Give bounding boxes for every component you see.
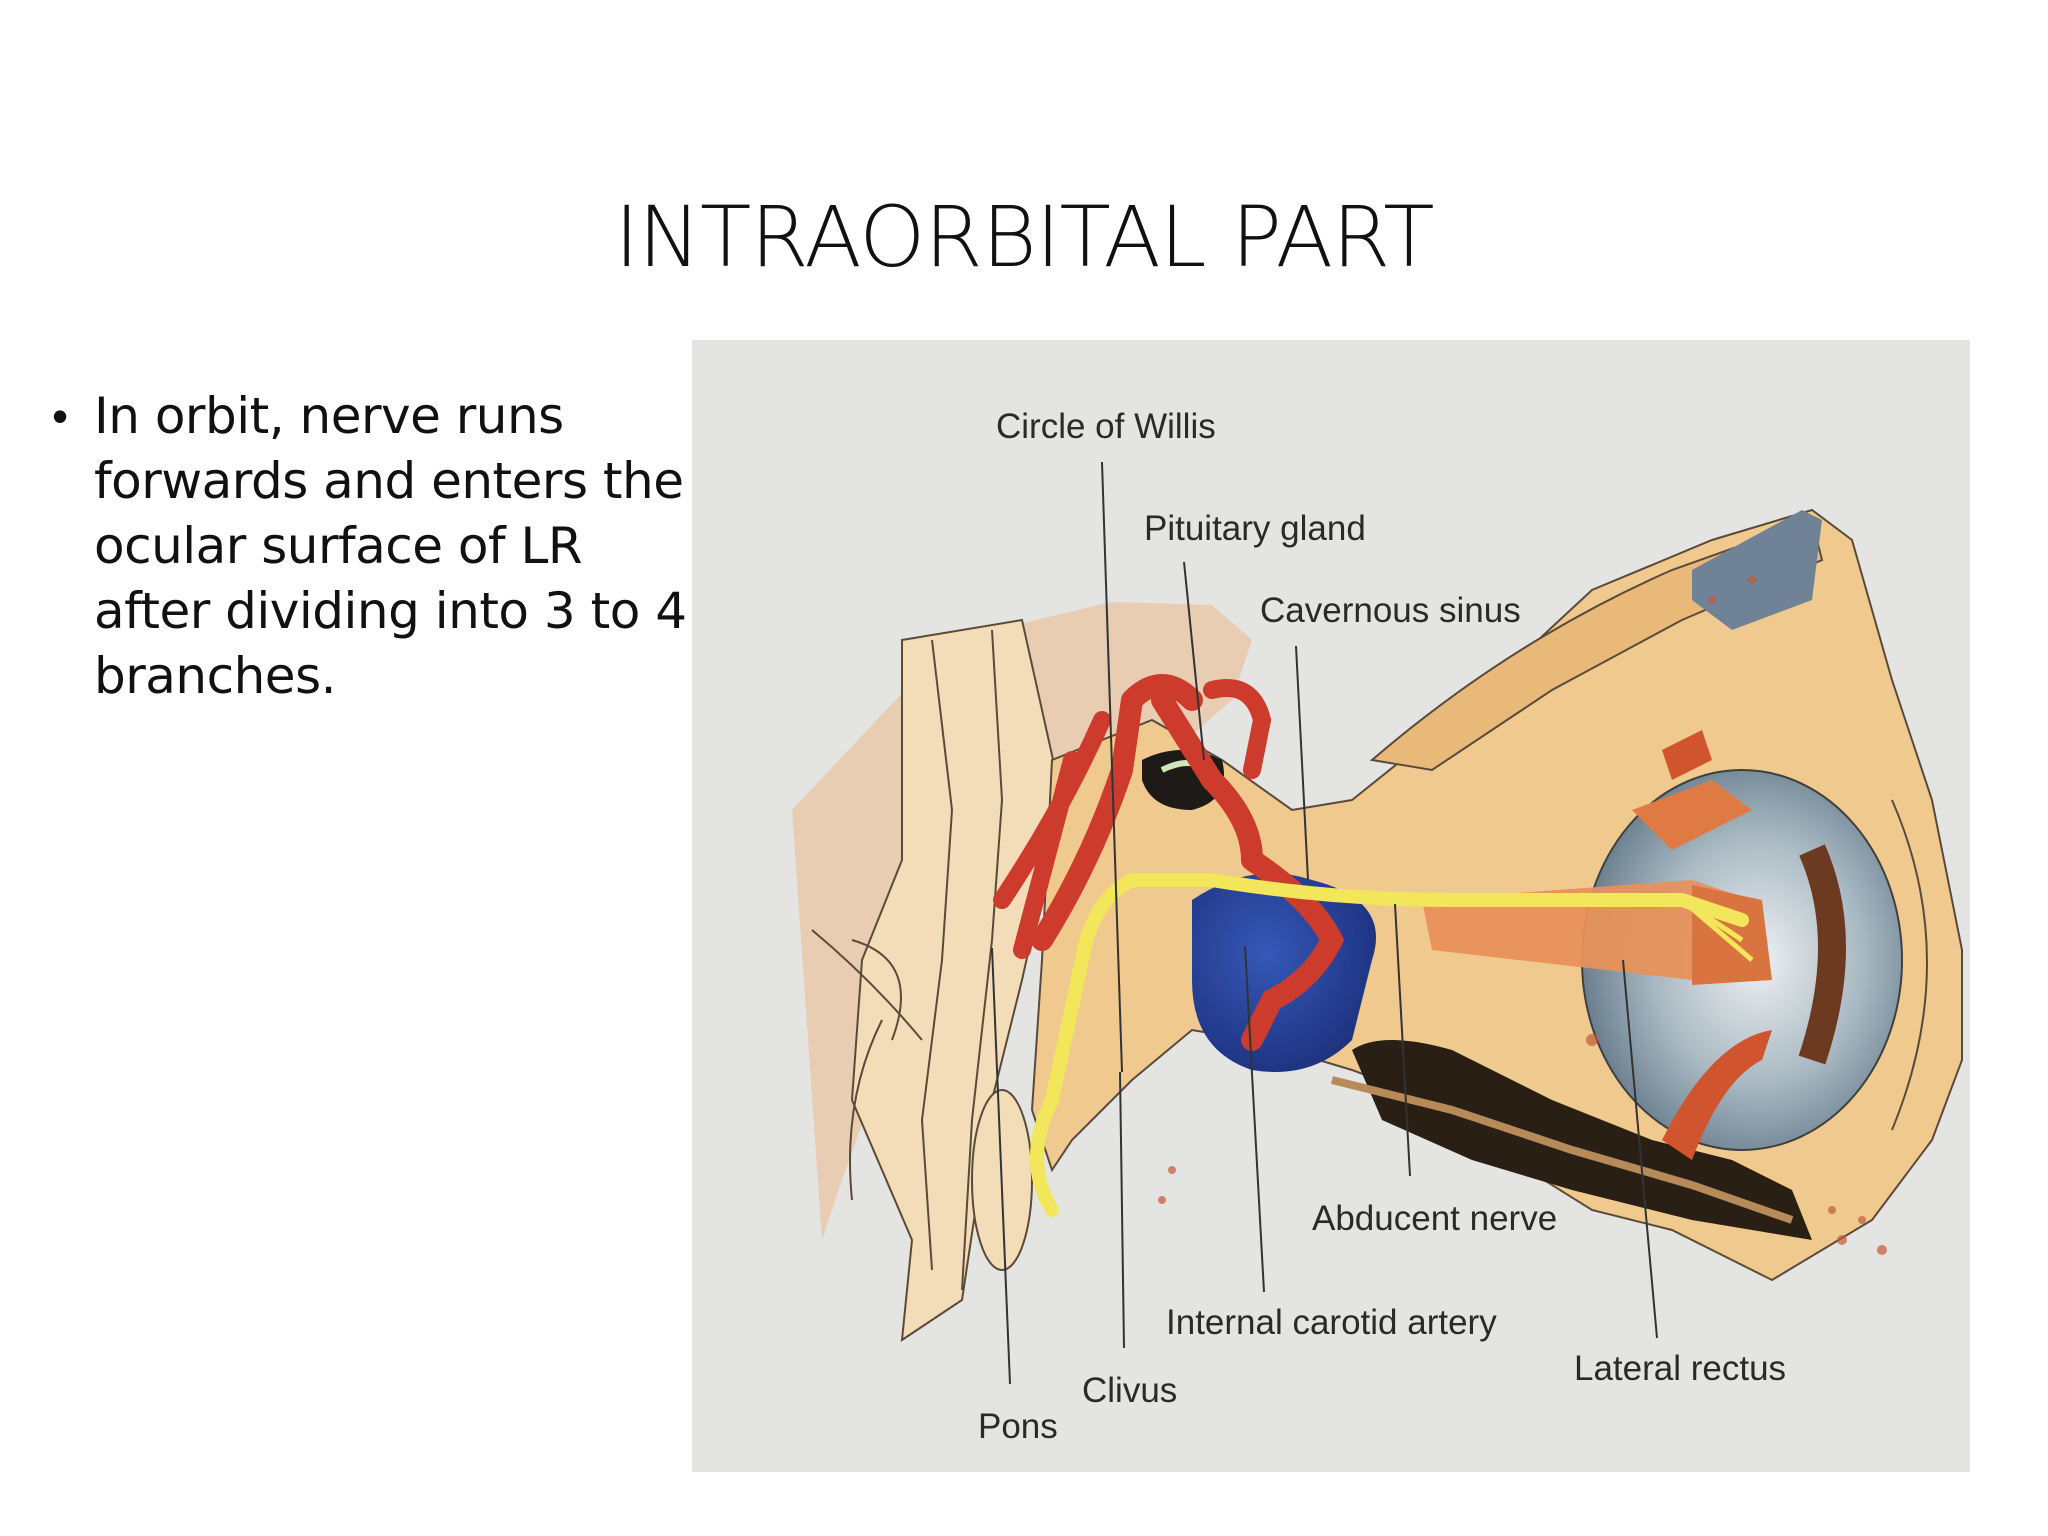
label-circle-of-willis: Circle of Willis	[996, 407, 1216, 446]
label-cavernous-sinus: Cavernous sinus	[1260, 591, 1521, 630]
bullet-marker: •	[52, 390, 69, 442]
label-clivus: Clivus	[1082, 1371, 1177, 1410]
iris	[1798, 844, 1846, 1065]
superior-muscle	[1632, 780, 1752, 850]
label-internal-carotid-artery: Internal carotid artery	[1166, 1303, 1497, 1342]
bone-texture	[1158, 576, 1887, 1255]
leader-lines	[991, 461, 1658, 1385]
bullet-text: In orbit, nerve runs forwards and enters…	[94, 387, 687, 705]
label-pons: Pons	[978, 1407, 1058, 1446]
slide-title: INTRAORBITAL PART	[614, 188, 1434, 286]
frontal-sinus	[1692, 510, 1822, 630]
abducent-nerve	[1030, 873, 1749, 1217]
label-lateral-rectus: Lateral rectus	[1574, 1349, 1786, 1388]
bullet-item: • In orbit, nerve runs forwards and ente…	[52, 384, 692, 709]
anatomy-illustration: Circle of Willis Pituitary gland Caverno…	[692, 340, 1970, 1472]
label-pituitary-gland: Pituitary gland	[1144, 509, 1366, 548]
anatomy-figure: Circle of Willis Pituitary gland Caverno…	[692, 340, 1970, 1472]
inferior-muscle	[1662, 1030, 1772, 1160]
label-abducent-nerve: Abducent nerve	[1312, 1199, 1557, 1238]
bullet-list: • In orbit, nerve runs forwards and ente…	[52, 384, 692, 709]
internal-carotid-artery	[1031, 674, 1345, 1051]
